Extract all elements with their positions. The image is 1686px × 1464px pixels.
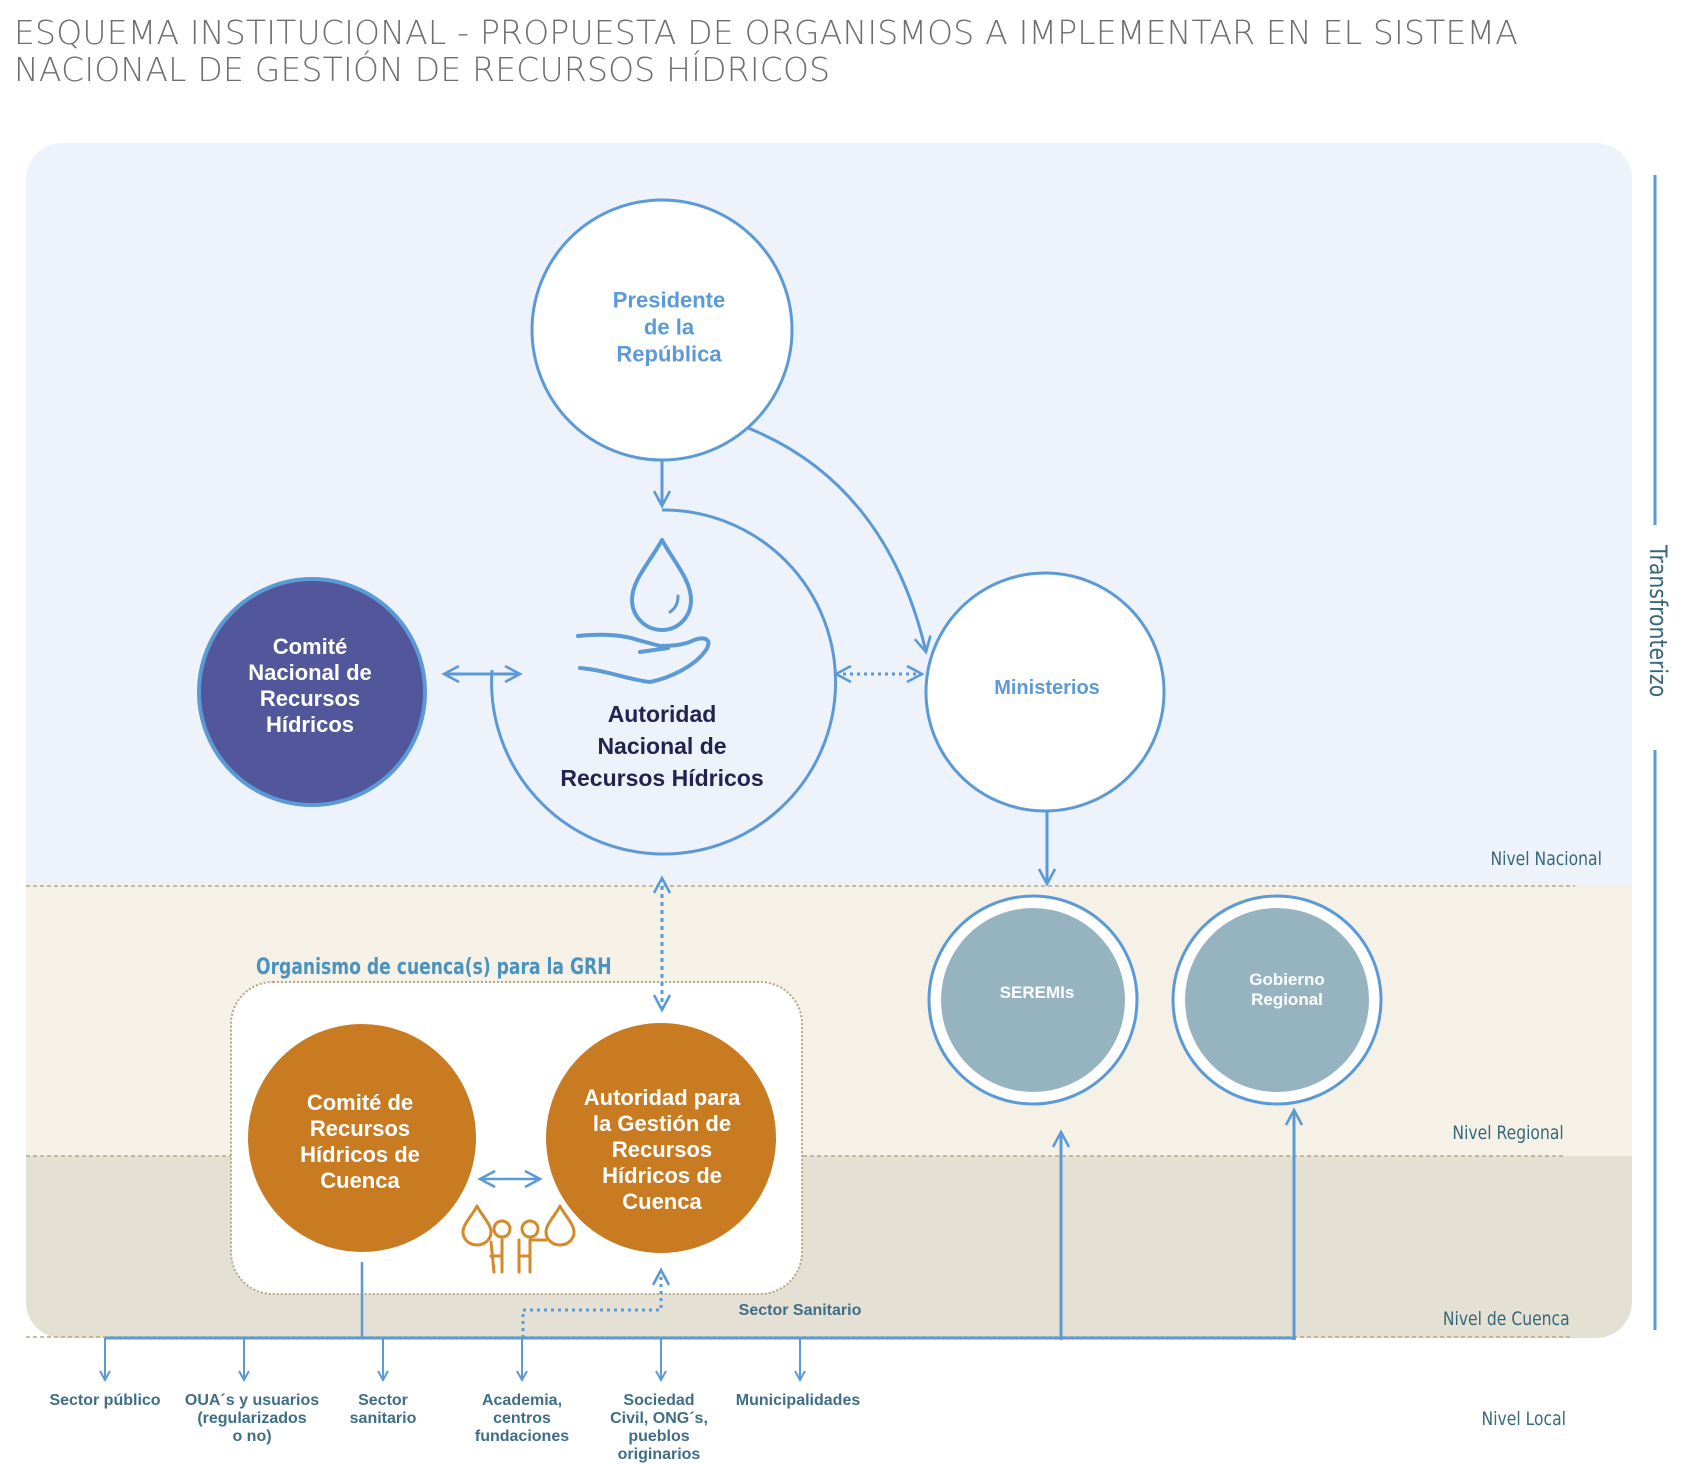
local-actor-municipalidades: Municipalidades <box>735 1392 861 1409</box>
arrow-sector-sanitario <box>521 1267 671 1338</box>
node-comite-cuenca[interactable] <box>248 1024 476 1252</box>
arrow-presidente-ministerios <box>747 426 932 655</box>
gobierno-regional-label: Gobierno Regional <box>1249 970 1325 1009</box>
node-autoridad-cuenca[interactable] <box>546 1023 776 1253</box>
node-gobierno-regional[interactable] <box>1185 908 1369 1092</box>
title-line-1: ESQUEMA INSTITUCIONAL - PROPUESTA DE ORG… <box>14 13 1518 52</box>
level-local-label: Nivel Local <box>1481 1408 1566 1430</box>
local-actor-sector-sanitario: Sector sanitario <box>349 1392 417 1427</box>
comite-cuenca-label: Comité de Recursos Hídricos de Cuenca <box>300 1090 420 1193</box>
organismo-cuenca-title: Organismo de cuenca(s) para la GRH <box>256 955 612 980</box>
local-actor-oua-usuarios: OUA´s y usuarios (regularizados o no) <box>184 1392 320 1445</box>
sector-sanitario-label: Sector Sanitario <box>738 1302 862 1319</box>
presidente-label: Presidente de la República <box>612 287 726 367</box>
level-cuenca-label: Nivel de Cuenca <box>1443 1308 1570 1330</box>
autoridad-cuenca-label: Autoridad para la Gestión de Recursos Hí… <box>583 1085 741 1214</box>
node-seremis[interactable] <box>941 908 1125 1092</box>
title-line-2: NACIONAL DE GESTIÓN DE RECURSOS HÍDRICOS <box>14 50 831 89</box>
people-water-icon <box>461 1204 576 1274</box>
page-title: ESQUEMA INSTITUCIONAL - PROPUESTA DE ORG… <box>14 14 1518 88</box>
level-nacional-label: Nivel Nacional <box>1490 848 1602 870</box>
node-autoridad-nacional-arc <box>490 508 838 856</box>
node-comite-nacional[interactable] <box>197 577 427 807</box>
ministerios-label: Ministerios <box>994 677 1100 699</box>
local-actor-sociedad-civil: Sociedad Civil, ONG´s, pueblos originari… <box>610 1392 708 1463</box>
local-actor-sector-publico: Sector público <box>49 1392 161 1409</box>
comite-nacional-label: Comité Nacional de Recursos Hídricos <box>248 634 372 737</box>
transfronterizo-label: Transfronterizo <box>1644 545 1672 698</box>
seremis-label: SEREMIs <box>999 983 1075 1002</box>
local-actor-arrows <box>105 1338 800 1380</box>
local-actor-academia: Academia, centros fundaciones <box>474 1392 570 1445</box>
node-ministerios[interactable] <box>924 571 1166 813</box>
water-drop-hand-icon <box>576 538 711 684</box>
level-regional-label: Nivel Regional <box>1452 1122 1564 1144</box>
autoridad-nacional-label: Autoridad Nacional de Recursos Hídricos <box>560 701 764 791</box>
